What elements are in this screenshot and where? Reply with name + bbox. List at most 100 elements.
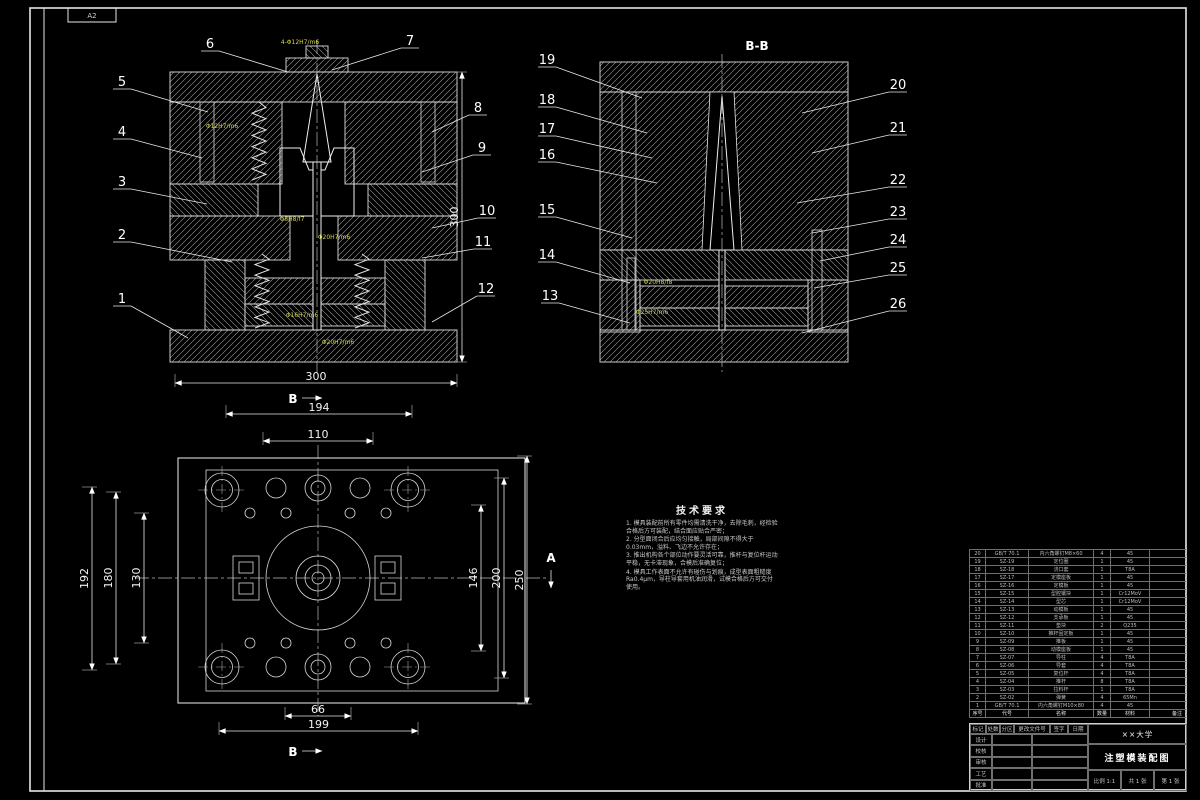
parts-list-cell: 推杆 — [1028, 677, 1094, 686]
plan-hole — [280, 507, 292, 519]
parts-list-cell: 45 — [1110, 573, 1150, 582]
side-slot — [238, 561, 254, 574]
fit-annotation: Φ20H8/f8 — [644, 279, 673, 286]
part-callout-22: 22 — [796, 173, 907, 204]
fit-annotation: 4-Φ12H7/m6 — [281, 39, 320, 46]
parts-list-cell — [1149, 669, 1186, 678]
dimension-value: 110 — [308, 428, 329, 441]
dimension-180: 180 — [102, 491, 121, 665]
title-block-date — [1032, 779, 1088, 791]
title-block-date — [1032, 734, 1088, 746]
parts-list-cell: 1 — [1093, 573, 1111, 582]
dimension-300: 300 — [174, 370, 458, 387]
plan-hole — [244, 507, 256, 519]
plan-hole — [265, 525, 371, 631]
title-block-role-label: 校核 — [970, 745, 992, 757]
parts-list-cell — [1149, 677, 1186, 686]
plan-hole — [244, 637, 256, 649]
dimension-value: 199 — [308, 718, 329, 731]
parts-list-cell: 15 — [969, 589, 986, 598]
dimension-value: 146 — [467, 568, 480, 589]
plan-hole — [344, 637, 356, 649]
plan-hole — [344, 507, 356, 519]
hatched-plate — [169, 215, 291, 261]
part-number: 15 — [539, 203, 556, 218]
title-block-field: 更改文件号 — [1014, 724, 1050, 734]
spring — [250, 101, 268, 181]
section-label-bb: B-B — [745, 39, 768, 53]
parts-list-cell: T8A — [1110, 661, 1150, 670]
part-callout-8: 8 — [431, 101, 487, 133]
parts-list-cell: SZ-16 — [985, 581, 1029, 590]
title-block-role-label: 工艺 — [970, 768, 992, 780]
part-number: 24 — [890, 233, 907, 248]
parts-list-cell: 16 — [969, 581, 986, 590]
parts-list-cell: 2 — [969, 693, 986, 702]
plan-hole — [311, 571, 325, 585]
part-number: 20 — [890, 78, 907, 93]
parts-list-cell: T8A — [1110, 669, 1150, 678]
parts-list-cell: SZ-06 — [985, 661, 1029, 670]
parts-list-cell: SZ-08 — [985, 645, 1029, 654]
parts-list-cell: 支承板 — [1028, 613, 1094, 622]
parts-list-cell: SZ-12 — [985, 613, 1029, 622]
dimension-66: 66 — [284, 703, 352, 720]
parts-list-cell: 推板 — [1028, 637, 1094, 646]
plan-view — [135, 445, 548, 716]
part-callout-24: 24 — [819, 233, 907, 262]
parts-list-cell: 1 — [1093, 597, 1111, 606]
parts-list-cell: 1 — [1093, 557, 1111, 566]
parts-list-cell: 4 — [1093, 693, 1111, 702]
part-number: 12 — [478, 282, 495, 297]
sheet-frame: A2 — [29, 7, 1187, 792]
parts-list-cell: 45 — [1110, 605, 1150, 614]
dimension-value: 250 — [513, 570, 526, 591]
parts-list-cell: 45 — [1110, 557, 1150, 566]
section-arrow-b-bottom: B — [288, 745, 297, 759]
parts-list-cell: 定模座板 — [1028, 573, 1094, 582]
parts-list-cell: 1 — [1093, 589, 1111, 598]
molded-part-outline — [279, 147, 355, 217]
parts-list-cell: 45 — [1110, 629, 1150, 638]
plan-hole — [204, 472, 240, 508]
part-callout-14: 14 — [538, 248, 631, 284]
dimension-value: 130 — [130, 568, 143, 589]
title-block-signature — [992, 734, 1032, 746]
plan-hole — [349, 656, 371, 678]
parts-list-cell: T8A — [1110, 677, 1150, 686]
part-callout-4: 4 — [113, 125, 203, 159]
parts-list-cell: SZ-18 — [985, 565, 1029, 574]
parts-list-cell: 17 — [969, 573, 986, 582]
parts-list-cell: SZ-11 — [985, 621, 1029, 630]
part-number: 25 — [890, 261, 907, 276]
plan-hole — [304, 474, 332, 502]
parts-list-cell: 1 — [1093, 565, 1111, 574]
part-number: 7 — [406, 34, 414, 49]
plan-hole — [380, 507, 392, 519]
part-callout-3: 3 — [113, 175, 208, 205]
hatched-plate — [599, 61, 849, 93]
technical-note-line: 2. 分型面闭合后应均匀接触，局部间隙不得大于0.03mm，溢料、飞边不允许存在… — [626, 536, 754, 551]
hatched-plate — [344, 101, 458, 185]
parts-list-cell: 4 — [1093, 549, 1111, 558]
fit-annotation: Φ8H8/f7 — [280, 216, 305, 223]
title-block: 标记处数分区更改文件号签字日期设计校核审核工艺批准××大学注塑模装配图比例 1:… — [969, 723, 1187, 791]
parts-list-cell: SZ-04 — [985, 677, 1029, 686]
parts-list-cell: 弹簧 — [1028, 693, 1094, 702]
part-callout-20: 20 — [801, 78, 907, 114]
plan-hole — [211, 656, 233, 678]
dimension-146: 146 — [467, 504, 486, 652]
title-block-sheet-number: 第 1 张 — [1154, 770, 1187, 791]
parts-list-cell: Q235 — [1110, 621, 1150, 630]
dimension-130: 130 — [130, 512, 149, 644]
